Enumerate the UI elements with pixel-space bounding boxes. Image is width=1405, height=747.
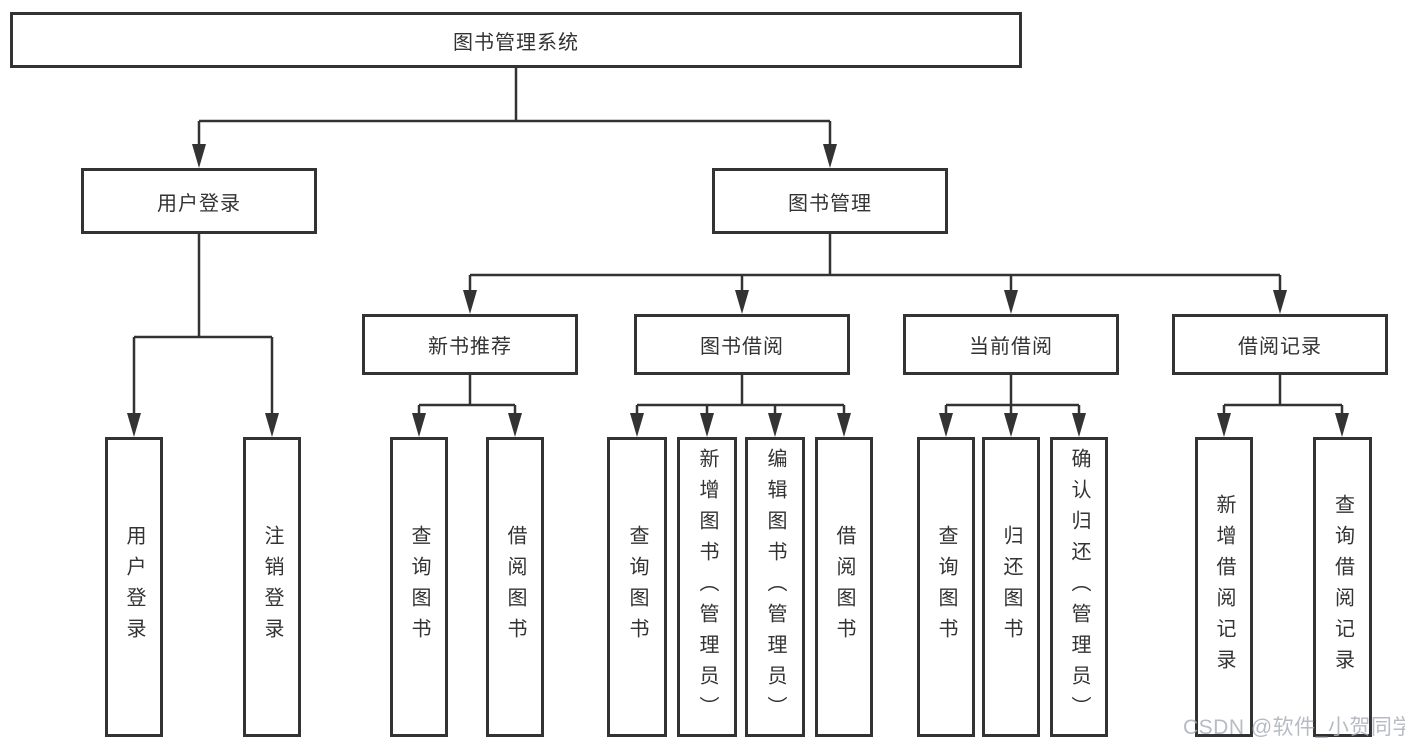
node-label: 确认归还（管理员） [1068,447,1090,727]
node-library-management-system: 图书管理系统 [10,12,1022,68]
leaf-query-books-current: 查询图书 [917,437,975,737]
leaf-return-books: 归还图书 [982,437,1040,737]
leaf-query-books-recommend: 查询图书 [390,437,448,737]
node-label: 查询图书 [935,525,957,649]
node-label: 新增图书（管理员） [696,447,718,727]
node-new-book-recommendation: 新书推荐 [362,314,578,375]
node-label: 借阅图书 [504,525,526,649]
node-label: 查询图书 [408,525,430,649]
leaf-confirm-return-admin: 确认归还（管理员） [1050,437,1108,737]
node-label: 图书管理系统 [453,31,579,54]
node-label: 编辑图书（管理员） [764,447,786,727]
leaf-add-books-admin: 新增图书（管理员） [677,437,737,737]
csdn-watermark: CSDN @软件_小贺同学 [1183,716,1405,739]
node-label: 查询借阅记录 [1331,494,1354,680]
leaf-logout: 注销登录 [243,437,301,737]
node-label: 当前借阅 [969,336,1053,358]
node-current-borrowing: 当前借阅 [903,314,1119,375]
leaf-query-borrow-record: 查询借阅记录 [1313,437,1372,737]
node-label: 新书推荐 [428,336,512,358]
node-label: 用户登录 [123,525,145,649]
node-book-management: 图书管理 [712,168,948,234]
node-label: 归还图书 [1000,525,1022,649]
leaf-borrow-books: 借阅图书 [815,437,873,737]
node-label: 图书借阅 [700,336,784,358]
node-user-login: 用户登录 [81,168,317,234]
leaf-user-login: 用户登录 [105,437,163,737]
node-label: 借阅记录 [1238,336,1322,358]
leaf-add-borrow-record: 新增借阅记录 [1195,437,1253,737]
leaf-edit-books-admin: 编辑图书（管理员） [745,437,805,737]
arrowheads [127,144,1349,437]
node-label: 图书管理 [788,192,872,215]
node-label: 注销登录 [261,525,283,649]
node-label: 新增借阅记录 [1213,494,1235,680]
leaf-query-books-borrow: 查询图书 [607,437,667,737]
leaf-borrow-books-recommend: 借阅图书 [486,437,544,737]
node-label: 查询图书 [626,525,648,649]
node-label: 用户登录 [157,192,241,215]
node-book-borrowing: 图书借阅 [634,314,850,375]
node-label: 借阅图书 [833,525,855,649]
node-borrowing-records: 借阅记录 [1172,314,1388,375]
